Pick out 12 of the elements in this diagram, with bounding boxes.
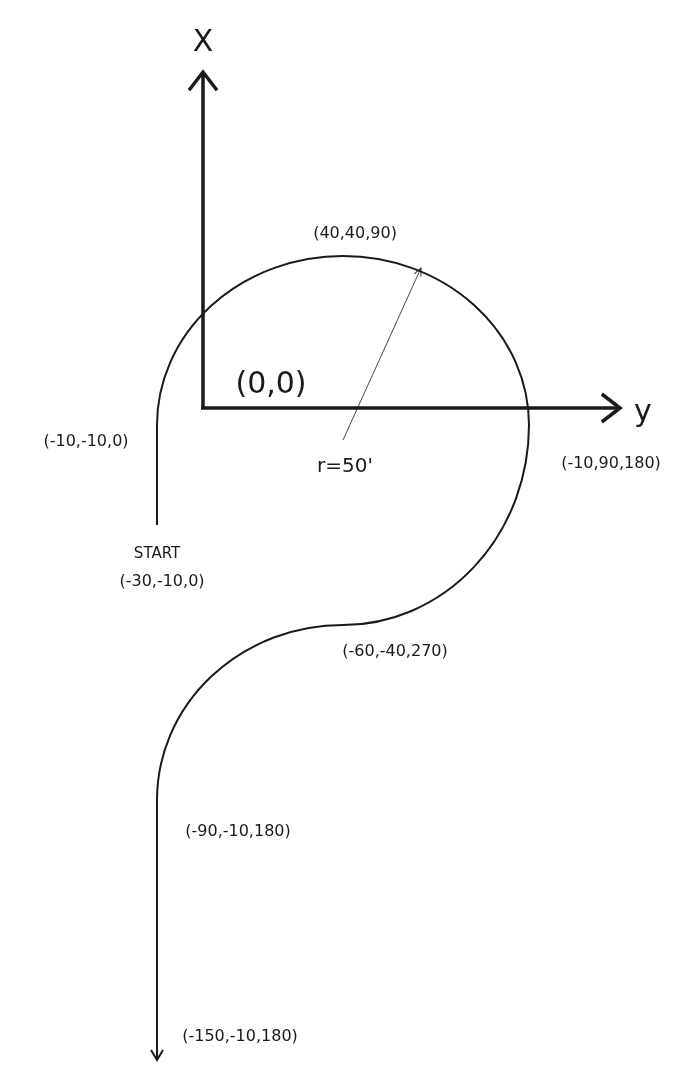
point-label: (-150,-10,180) [182, 1025, 298, 1045]
point-label: (-90,-10,180) [185, 820, 291, 840]
radius-label: r=50' [317, 453, 373, 477]
start-label: START [133, 544, 181, 562]
point-label: (-60,-40,270) [342, 640, 448, 660]
point-label: (-30,-10,0) [119, 570, 205, 590]
point-label: (-10,-10,0) [43, 430, 129, 450]
point-label: (40,40,90) [313, 222, 397, 242]
point-label: (-10,90,180) [561, 452, 661, 472]
origin-label: (0,0) [235, 364, 307, 400]
axis-label: y [634, 392, 652, 428]
axis-label: X [192, 22, 214, 58]
